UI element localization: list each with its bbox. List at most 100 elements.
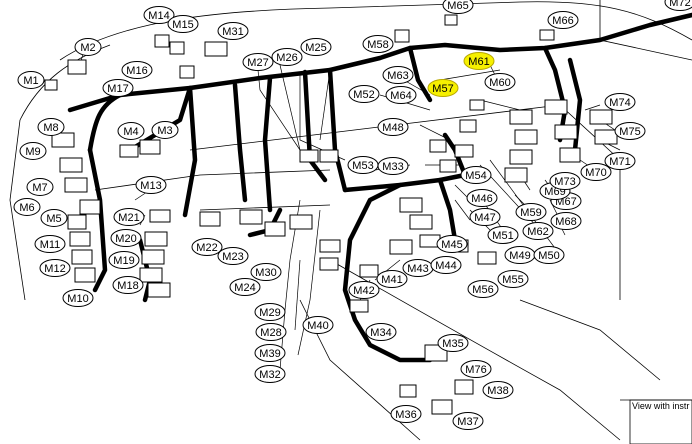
connector-label-m17: M17 xyxy=(102,79,134,97)
label-text: M52 xyxy=(353,89,374,101)
connector-label-m9: M9 xyxy=(19,142,47,160)
connector-label-m29: M29 xyxy=(254,303,286,321)
label-oval xyxy=(348,85,380,103)
label-text: M2 xyxy=(80,42,95,54)
label-text: M62 xyxy=(527,226,548,238)
label-text: M41 xyxy=(381,274,402,286)
connector-label-m6: M6 xyxy=(13,198,41,216)
label-oval xyxy=(390,405,422,423)
label-text: M19 xyxy=(113,255,134,267)
label-text: M45 xyxy=(441,239,462,251)
label-oval xyxy=(430,256,462,274)
connector-label-m48: M48 xyxy=(377,118,409,136)
connector-label-m10: M10 xyxy=(62,289,94,307)
label-text: M72 xyxy=(669,0,690,9)
label-oval xyxy=(217,22,249,40)
label-text: M58 xyxy=(367,39,388,51)
label-oval xyxy=(37,118,65,136)
connector-label-m1: M1 xyxy=(17,71,45,89)
label-oval xyxy=(382,66,414,84)
label-oval xyxy=(614,122,646,140)
connector-label-m63: M63 xyxy=(382,66,414,84)
connector-label-m72: M72 xyxy=(664,0,692,11)
label-oval xyxy=(580,163,612,181)
label-text: M4 xyxy=(123,126,138,138)
label-oval xyxy=(466,189,498,207)
connector-label-m68: M68 xyxy=(550,212,582,230)
connector-label-m11: M11 xyxy=(34,235,66,253)
connector-label-m8: M8 xyxy=(37,118,65,136)
label-text: M65 xyxy=(447,0,468,12)
connector-label-m71: M71 xyxy=(604,152,636,170)
label-text: M10 xyxy=(67,293,88,305)
connector-label-m76: M76 xyxy=(460,360,492,378)
label-oval xyxy=(254,344,286,362)
label-oval xyxy=(533,246,565,264)
label-text: M40 xyxy=(307,320,328,332)
label-text: M42 xyxy=(353,285,374,297)
label-text: M61 xyxy=(468,56,489,68)
label-oval xyxy=(604,152,636,170)
label-text: M9 xyxy=(25,146,40,158)
connector-label-m60: M60 xyxy=(484,73,516,91)
label-text: M43 xyxy=(407,263,428,275)
connector-label-m53: M53 xyxy=(347,156,379,174)
label-oval xyxy=(376,270,408,288)
body-outline xyxy=(9,0,692,444)
connector-label-m56: M56 xyxy=(467,280,499,298)
connector-label-m75: M75 xyxy=(614,122,646,140)
label-oval xyxy=(135,176,167,194)
label-oval xyxy=(377,118,409,136)
label-oval xyxy=(242,53,274,71)
label-text: M18 xyxy=(117,280,138,292)
label-text: M22 xyxy=(196,242,217,254)
label-oval xyxy=(460,166,492,184)
label-text: M23 xyxy=(222,251,243,263)
connector-label-m50: M50 xyxy=(533,246,565,264)
label-oval xyxy=(469,208,501,226)
label-oval xyxy=(254,303,286,321)
label-oval xyxy=(26,178,54,196)
connector-label-m59: M59 xyxy=(515,203,547,221)
connector-label-m46: M46 xyxy=(466,189,498,207)
label-oval xyxy=(39,259,71,277)
label-oval xyxy=(385,86,417,104)
label-text: M28 xyxy=(260,327,281,339)
connector-label-m19: M19 xyxy=(108,251,140,269)
connector-label-m49: M49 xyxy=(504,246,536,264)
label-text: M63 xyxy=(387,70,408,82)
connector-label-m40: M40 xyxy=(302,316,334,334)
label-text: M29 xyxy=(259,307,280,319)
connector-label-m31: M31 xyxy=(217,22,249,40)
label-text: M6 xyxy=(19,202,34,214)
corner-note: View with instr xyxy=(632,401,689,411)
label-oval xyxy=(110,229,142,247)
label-text: M38 xyxy=(487,385,508,397)
connector-label-m45: M45 xyxy=(436,235,468,253)
label-oval xyxy=(547,11,579,29)
label-oval xyxy=(17,71,45,89)
label-oval xyxy=(365,323,397,341)
label-text: M32 xyxy=(259,369,280,381)
connector-label-m57: M57 xyxy=(427,79,459,97)
connector-label-m25: M25 xyxy=(300,38,332,56)
label-text: M73 xyxy=(554,176,575,188)
label-oval xyxy=(40,209,68,227)
label-text: M24 xyxy=(234,282,255,294)
label-oval xyxy=(62,289,94,307)
connector-label-m61: M61 xyxy=(463,52,495,70)
label-oval xyxy=(604,93,636,111)
label-oval xyxy=(522,222,554,240)
label-text: M36 xyxy=(395,409,416,421)
label-text: M34 xyxy=(370,327,391,339)
connector-label-m20: M20 xyxy=(110,229,142,247)
connector-label-m27: M27 xyxy=(242,53,274,71)
label-text: M53 xyxy=(352,160,373,172)
label-text: M51 xyxy=(492,230,513,242)
connector-label-m55: M55 xyxy=(497,270,529,288)
label-text: M25 xyxy=(305,42,326,54)
label-text: M60 xyxy=(489,77,510,89)
connector-label-m44: M44 xyxy=(430,256,462,274)
label-oval xyxy=(467,280,499,298)
